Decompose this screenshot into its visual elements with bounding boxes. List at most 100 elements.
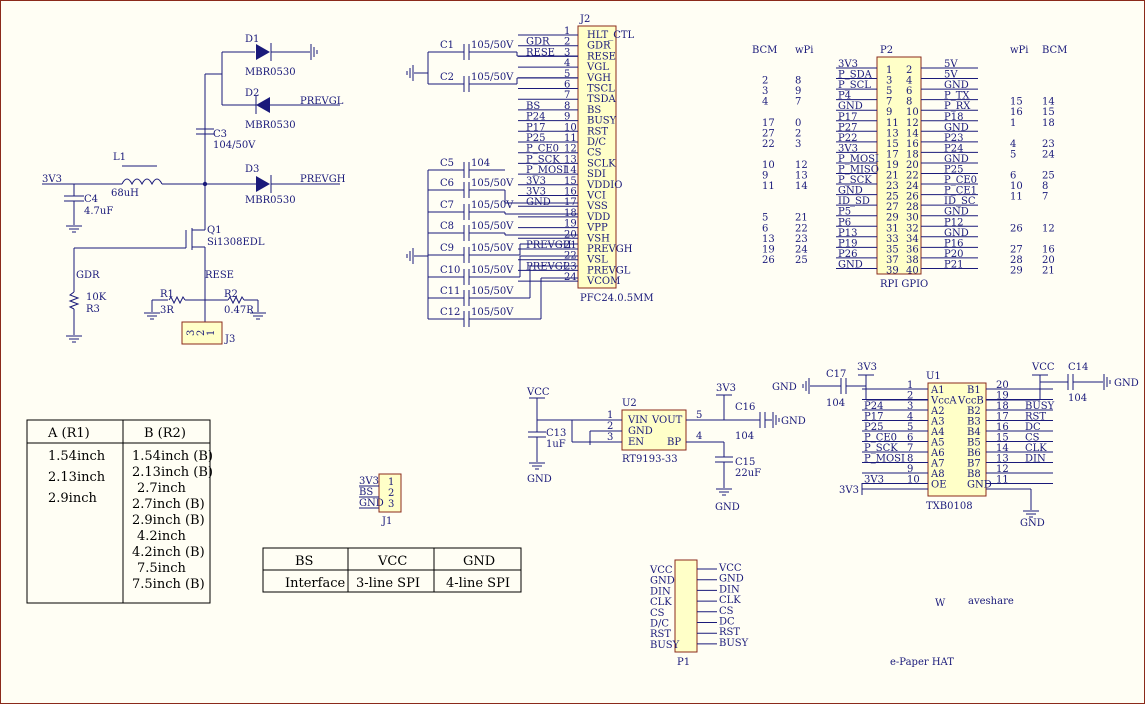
c3-value: 104/50V: [213, 140, 256, 151]
u1-pin-name: A3: [930, 417, 945, 428]
c13-value: 1uF: [546, 439, 566, 450]
p2-net-left: GND: [838, 259, 863, 270]
u1-pin-number: 16: [996, 422, 1009, 433]
u1-pin-number: 10: [907, 475, 920, 486]
p2-bcm-left: 3: [762, 86, 768, 97]
j2-net-label: 3V3: [526, 176, 546, 187]
gpio-header-p2: P2 RPI GPIO BCM wPi wPi BCM: [752, 45, 1067, 290]
p2-net-left: P_MISO: [838, 165, 879, 176]
p2-wpi-left: 14: [795, 181, 808, 192]
u1-pin-name: OE: [931, 480, 947, 491]
p2-net-right: P23: [944, 133, 963, 144]
j2-pin-label: SDI: [587, 169, 606, 180]
p2-net-left: P13: [838, 228, 857, 239]
j3-pin-2: 2: [196, 330, 207, 336]
u1-pin-number: 2: [907, 391, 913, 402]
size-table-cell-a: 2.9inch: [48, 491, 97, 506]
j2-pin-label: RESE: [587, 51, 616, 62]
net-3v3-label: 3V3: [42, 174, 62, 185]
size-table-header-b: B (R2): [144, 426, 186, 441]
j2-pin-label: BS: [587, 105, 601, 116]
u1-pin-name: A7: [930, 459, 945, 470]
p2-bcm-right: 12: [1042, 223, 1055, 234]
p2-net-left: P26: [838, 249, 857, 260]
u1-pin-number: 11: [996, 475, 1009, 486]
c15-value: 22uF: [735, 468, 761, 479]
j2-net-label: P_CE0: [526, 144, 559, 155]
interface-table: BS VCC GND Interface 3-line SPI 4-line S…: [262, 547, 522, 593]
p2-net-right: ID_SC: [944, 196, 976, 207]
p2-wpi-left: 2: [795, 128, 801, 139]
j2-pin-number: 2: [564, 37, 570, 48]
p2-bcm-left: 6: [762, 223, 768, 234]
size-table-cell-b: 2.7inch: [137, 481, 186, 496]
p2-pin-even: 38: [906, 255, 919, 266]
p2-pin-odd: 1: [886, 65, 892, 76]
connector-j3: [181, 321, 223, 345]
j2-pin-label: VDD: [586, 212, 610, 223]
p2-pin-odd: 27: [886, 202, 899, 213]
j2-pin-label: VDDIO: [586, 180, 622, 191]
u1-gnd-bottom: GND: [1020, 518, 1045, 529]
p2-net-right: GND: [944, 154, 969, 165]
connector-p1: P1: [674, 559, 698, 668]
p2-wpi-left: 23: [795, 234, 808, 245]
p2-wpi-right: 1: [1010, 118, 1016, 129]
u1-net-right: CLK: [1025, 443, 1047, 454]
p2-bcm-left: 19: [762, 244, 775, 255]
p1-pin-label: CLK: [650, 597, 672, 608]
r3-value: 10K: [86, 292, 107, 303]
u1-oe-3v3: 3V3: [839, 485, 859, 496]
p2-pin-odd: 17: [886, 149, 899, 160]
j2-pin-label: PREVGL: [587, 265, 631, 276]
cap-value: 105/50V: [471, 243, 514, 254]
p2-pin-even: 26: [906, 192, 919, 203]
p2-pin-odd: 35: [886, 244, 899, 255]
p2-pin-odd: 21: [886, 171, 899, 182]
p2-net-left: P19: [838, 238, 857, 249]
u1-pin-number: 18: [996, 401, 1009, 412]
size-table-cell-a: 1.54inch: [48, 449, 106, 464]
u2-gnd-left: GND: [527, 474, 552, 485]
j3-pin-3: 3: [186, 330, 197, 336]
u2-pin-vout: VOUT: [651, 415, 683, 426]
p2-wpi-right: 26: [1010, 223, 1023, 234]
p1-net-label: VCC: [718, 563, 742, 574]
j2-pin-label: VPP: [586, 223, 608, 234]
j2-pin-label: VGL: [586, 62, 609, 73]
p2-pin-odd: 19: [886, 160, 899, 171]
cap-value: 105/50V: [471, 40, 514, 51]
interface-table-cell-4line: 4-line SPI: [446, 576, 510, 591]
p2-net-right: GND: [944, 80, 969, 91]
cap-ref: C8: [440, 221, 454, 232]
p2-pin-even: 28: [906, 202, 919, 213]
p2-net-left: P_SCL: [838, 80, 871, 91]
u1-pin-number: 7: [907, 443, 913, 454]
p2-hdr-wpi-left: wPi: [795, 45, 814, 56]
c14-value: 104: [1068, 393, 1087, 404]
r1-value: 3R: [160, 305, 174, 316]
cap-ref: C6: [440, 178, 454, 189]
j1-pin-1: 1: [388, 477, 394, 488]
p1-net-label: DIN: [719, 584, 740, 595]
cap-ref: C5: [440, 158, 454, 169]
j2-pin-label: D/C: [587, 137, 606, 148]
brand-logo-small: aveshare: [968, 596, 1014, 607]
p2-pin-even: 34: [906, 234, 919, 245]
p2-bcm-right: 7: [1042, 192, 1048, 203]
p2-wpi-right: 29: [1010, 265, 1023, 276]
p2-bcm-left: 4: [762, 97, 768, 108]
p1-pin-label: VCC: [649, 565, 673, 576]
p2-net-right: GND: [944, 228, 969, 239]
j1-pin-3: 3: [388, 499, 394, 510]
d1-ref: D1: [245, 34, 259, 45]
q1-ref: Q1: [207, 225, 222, 236]
j2-net-label: GDR: [526, 37, 550, 48]
p2-pin-even: 30: [906, 213, 919, 224]
p1-pin-label: RST: [650, 629, 671, 640]
p2-net-right: P_CE0: [944, 175, 977, 186]
u1-gnd-right: GND: [1114, 378, 1139, 389]
r2-value: 0.47R: [224, 305, 254, 316]
d2-part: MBR0530: [245, 120, 296, 131]
